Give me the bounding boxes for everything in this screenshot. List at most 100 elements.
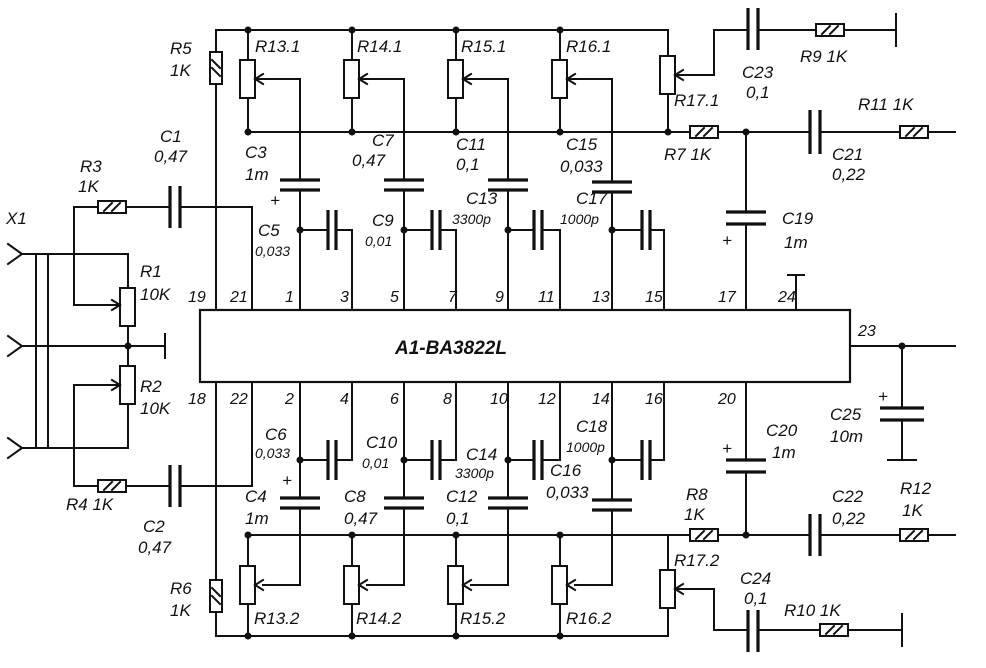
resistor-r7: R7 1K [664, 125, 809, 164]
resistor-r12: R12 1K [899, 479, 956, 542]
r7-label: R7 1K [664, 145, 712, 164]
pot-r14-1: R14.1 [343, 29, 405, 181]
c17-name: C17 [576, 189, 608, 208]
r4-label: R4 1K [66, 495, 114, 514]
r17-2-label: R17.2 [674, 551, 720, 570]
r3-value: 1K [78, 177, 99, 196]
r5-value: 1K [170, 61, 191, 80]
capacitor-c9: C9 0,01 [365, 210, 457, 311]
c8-name: C8 [344, 487, 366, 506]
c7-value: 0,47 [352, 151, 386, 170]
resistor-r9: R9 1K [800, 13, 897, 66]
c10-name: C10 [366, 433, 398, 452]
capacitor-c1: C1 0,47 [154, 127, 253, 311]
r12-name: R12 [900, 479, 932, 498]
c16-value: 0,033 [546, 483, 589, 502]
c21-value: 0,22 [832, 165, 866, 184]
c5-name: C5 [258, 221, 280, 240]
c24-name: C24 [740, 569, 771, 588]
c18-name: C18 [576, 417, 608, 436]
pin-12: 12 [538, 391, 556, 408]
capacitor-c8: C8 0,47 [344, 487, 424, 536]
capacitor-c19: + C19 1m [722, 131, 814, 311]
pin-19: 19 [188, 289, 206, 306]
capacitor-c11: C11 0,1 [456, 135, 528, 311]
resistor-r1: R1 10K [73, 253, 171, 347]
capacitor-c22: C22 0,22 [808, 487, 901, 556]
c22-name: C22 [832, 487, 864, 506]
resistor-r6: R6 1K [170, 381, 223, 637]
pin-11: 11 [538, 289, 555, 306]
c3-value: 1m [245, 165, 269, 184]
c2-name: C2 [143, 517, 165, 536]
r1-value: 10K [140, 285, 171, 304]
capacitor-c6: C6 0,033 [255, 381, 353, 499]
c7-name: C7 [372, 131, 394, 150]
capacitor-c10: C10 0,01 [362, 381, 457, 499]
x1-label: X1 [5, 209, 27, 228]
pin-16: 16 [645, 391, 663, 408]
ic-body [198, 308, 852, 384]
capacitor-c20: + C20 1m [722, 381, 798, 536]
r15-1-label: R15.1 [461, 37, 506, 56]
pin-9: 9 [495, 289, 504, 306]
c18-value: 1000p [566, 439, 605, 455]
c15-name: C15 [566, 135, 598, 154]
r13-1-label: R13.1 [255, 37, 300, 56]
c2-value: 0,47 [138, 538, 172, 557]
c3-plus: + [270, 191, 280, 210]
resistor-r4: R4 1K [66, 384, 169, 514]
resistor-r3: R3 1K [73, 157, 169, 306]
r15-2-label: R15.2 [460, 609, 506, 628]
r11-label: R11 1K [858, 95, 914, 114]
r16-1-label: R16.1 [566, 37, 611, 56]
pin-5: 5 [390, 289, 399, 306]
capacitor-c23: C23 0,1 [742, 8, 817, 102]
c12-name: C12 [446, 487, 478, 506]
pin-20: 20 [717, 391, 736, 408]
r14-2-label: R14.2 [356, 609, 402, 628]
connector-x1: X1 [5, 209, 166, 460]
ic-label: A1-BA3822L [394, 338, 507, 359]
capacitor-c12: C12 0,1 [446, 487, 528, 536]
c6-name: C6 [265, 425, 287, 444]
pin-14: 14 [592, 391, 610, 408]
c4-value: 1m [245, 509, 269, 528]
pin-10: 10 [490, 391, 508, 408]
r13-2-label: R13.2 [254, 609, 300, 628]
pin-24: 24 [777, 289, 796, 306]
c6-value: 0,033 [255, 445, 290, 461]
capacitor-c21: C21 0,22 [808, 110, 901, 184]
c9-value: 0,01 [365, 233, 392, 249]
c13-value: 3300p [452, 211, 491, 227]
c19-plus: + [722, 231, 732, 250]
capacitor-c3: + C3 1m [245, 143, 320, 311]
r3-name: R3 [80, 157, 102, 176]
pot-r14-2: R14.2 [343, 531, 405, 637]
pin-8: 8 [443, 391, 452, 408]
capacitor-c17: C17 1000p [560, 189, 665, 311]
c5-value: 0,033 [255, 243, 290, 259]
c9-name: C9 [372, 211, 394, 230]
pin-3: 3 [340, 289, 349, 306]
r17-1-label: R17.1 [674, 91, 719, 110]
pin-4: 4 [340, 391, 349, 408]
r14-1-label: R14.1 [357, 37, 402, 56]
c20-plus: + [722, 439, 732, 458]
pot-r15-2: R15.2 [447, 531, 509, 637]
c25-name: C25 [830, 405, 862, 424]
c11-value: 0,1 [456, 155, 480, 174]
r6-name: R6 [170, 579, 192, 598]
resistor-r11: R11 1K [858, 95, 956, 139]
pot-r16-1: R16.1 [551, 29, 613, 183]
c8-value: 0,47 [344, 509, 378, 528]
capacitor-c4: + C4 1m [245, 471, 320, 536]
pot-r16-2: R16.2 [551, 531, 613, 637]
c11-name: C11 [456, 135, 486, 154]
resistor-r5: R5 1K [170, 29, 223, 311]
capacitor-c15: C15 0,033 [560, 135, 632, 311]
c19-name: C19 [782, 209, 814, 228]
c1-name: C1 [160, 127, 182, 146]
capacitor-c14: C14 3300p [455, 381, 561, 499]
pot-r17-1: R17.1 [659, 29, 747, 133]
